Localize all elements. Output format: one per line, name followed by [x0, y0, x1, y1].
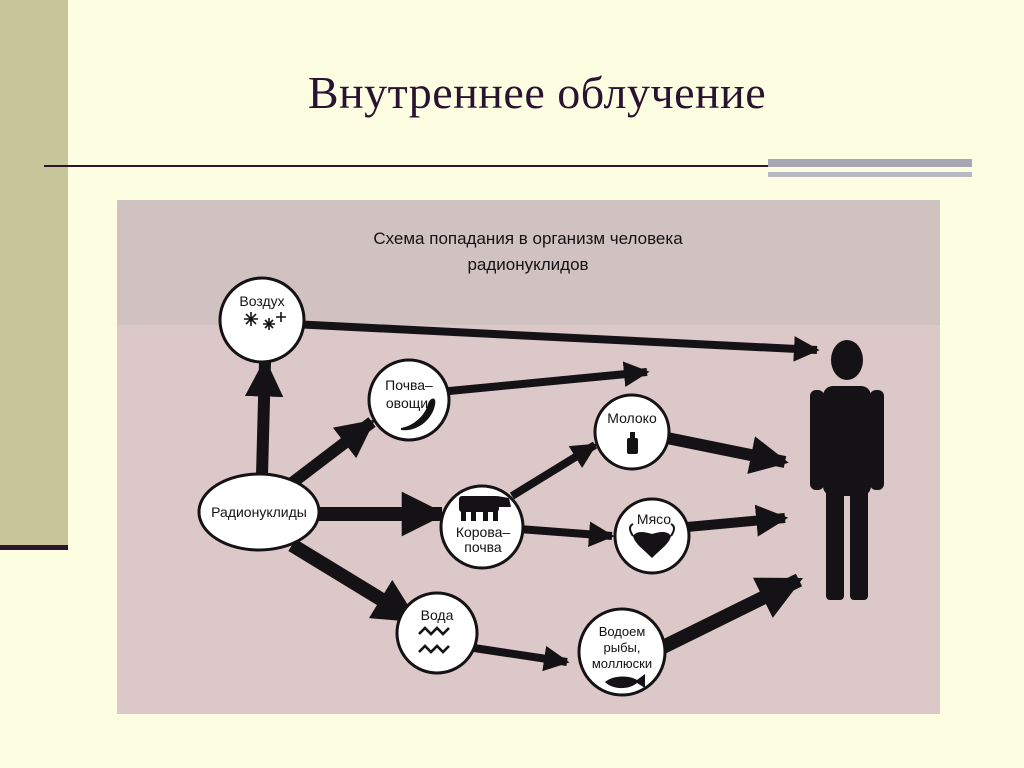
waves-icon: [418, 626, 450, 654]
label-radionuclides: Радионуклиды: [211, 504, 307, 520]
label-pond-line1: Водоем: [599, 624, 646, 639]
arrow-cow-to-milk: [509, 441, 598, 500]
bull-head-icon: [629, 523, 675, 558]
title-divider: [44, 165, 772, 167]
arrow-water-to-pond: [473, 644, 570, 672]
milk-bottle-icon: [627, 432, 638, 454]
arrow-radionuclides-to-air: [244, 358, 284, 476]
slide-title: Внутреннее облучение: [307, 67, 767, 118]
diagram-title-line2: радионуклидов: [467, 255, 588, 274]
fish-icon: [605, 674, 645, 689]
label-soil-line1: Почва–: [385, 377, 433, 393]
label-pond-line3: моллюски: [592, 656, 652, 671]
side-band: [0, 0, 68, 545]
radionuclide-diagram: Схема попадания в организм человека ради…: [117, 200, 940, 714]
arrow-cow-to-meat: [518, 521, 615, 548]
label-cow-line1: Корова–: [456, 524, 511, 540]
label-meat: Мясо: [637, 511, 671, 527]
title-divider-accent: [768, 159, 972, 167]
side-band-underline: [0, 545, 68, 550]
arrow-radionuclides-to-water: [288, 539, 419, 626]
arrow-soil-to-out: [438, 361, 650, 396]
label-milk: Молоко: [607, 410, 657, 426]
snowflake-icon: [244, 312, 286, 330]
node-radionuclides: [197, 472, 321, 552]
diagram-canvas: Схема попадания в организм человека ради…: [197, 229, 884, 697]
arrow-pond-to-human: [653, 573, 804, 657]
title-divider-accent-lower: [768, 172, 972, 177]
arrow-milk-to-human: [665, 432, 789, 474]
label-pond-line2: рыбы,: [604, 640, 641, 655]
node-air: [218, 276, 306, 364]
cow-icon: [459, 496, 511, 521]
arrow-meat-to-human: [686, 504, 789, 537]
node-pond: [577, 607, 667, 697]
label-soil-line2: овощи: [386, 395, 428, 411]
node-soil: [367, 358, 451, 442]
label-water: Вода: [421, 607, 454, 623]
label-air: Воздух: [239, 293, 284, 309]
label-cow-line2: почва: [464, 539, 502, 555]
arrow-radionuclides-to-soil: [288, 417, 376, 488]
diagram-title-line1: Схема попадания в организм человека: [373, 229, 683, 248]
node-water: [395, 591, 479, 675]
arrow-air-to-human: [291, 320, 820, 362]
human-figure-icon: [810, 340, 884, 600]
pepper-icon: [401, 398, 436, 431]
